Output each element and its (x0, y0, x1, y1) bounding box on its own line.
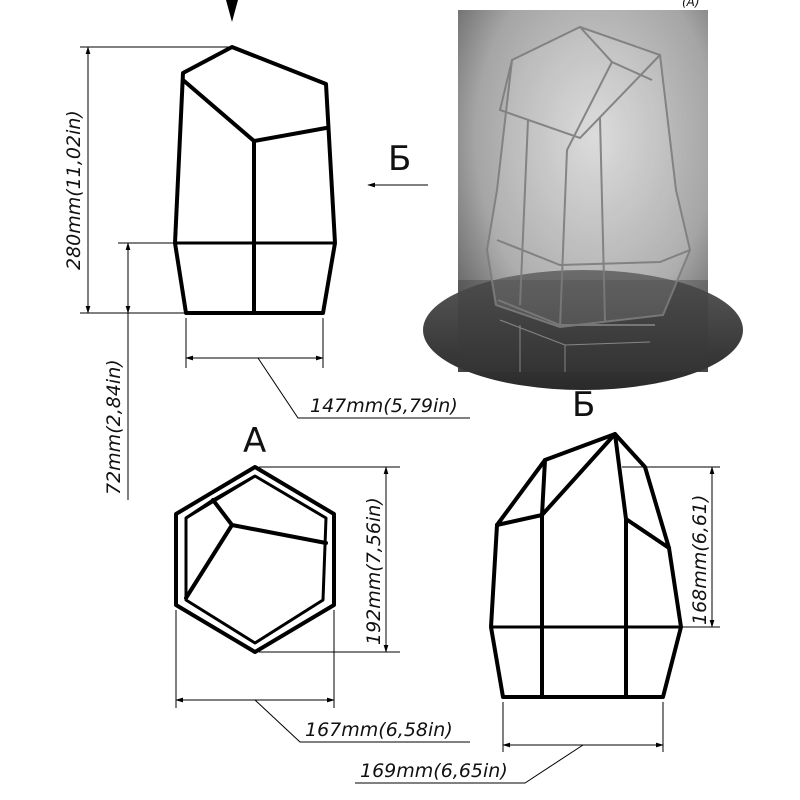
front-view (173, 45, 337, 315)
view-b-side (489, 432, 683, 699)
glass-terrarium-photo: (A) (423, 0, 743, 390)
view-a-title: А (243, 421, 266, 461)
view-b-dimensions: 168mm(6,61) 169mm(6,65in) (355, 466, 720, 784)
view-a-top (174, 465, 336, 654)
view-a-dimensions: 192mm(7,56in) 167mm(6,58in) (175, 466, 470, 743)
view-b-arrow: Б (367, 139, 428, 188)
top-depth-label: 192mm(7,56in) (363, 497, 385, 645)
side-height-label: 168mm(6,61) (689, 495, 711, 625)
view-b-title: Б (572, 385, 595, 425)
front-dimensions: 280mm(11,02in) 72mm(2,84in) 147mm(5,79in… (63, 46, 470, 500)
width-front-label: 147mm(5,79in) (310, 395, 458, 417)
top-width-label: 167mm(6,58in) (305, 719, 453, 741)
top-arrow-icon (226, 0, 238, 22)
side-width-label: 169mm(6,65in) (360, 760, 508, 782)
svg-text:(A): (A) (682, 0, 700, 9)
height-base-label: 72mm(2,84in) (103, 359, 125, 495)
view-b-arrow-label: Б (388, 139, 411, 179)
height-total-label: 280mm(11,02in) (63, 110, 85, 270)
